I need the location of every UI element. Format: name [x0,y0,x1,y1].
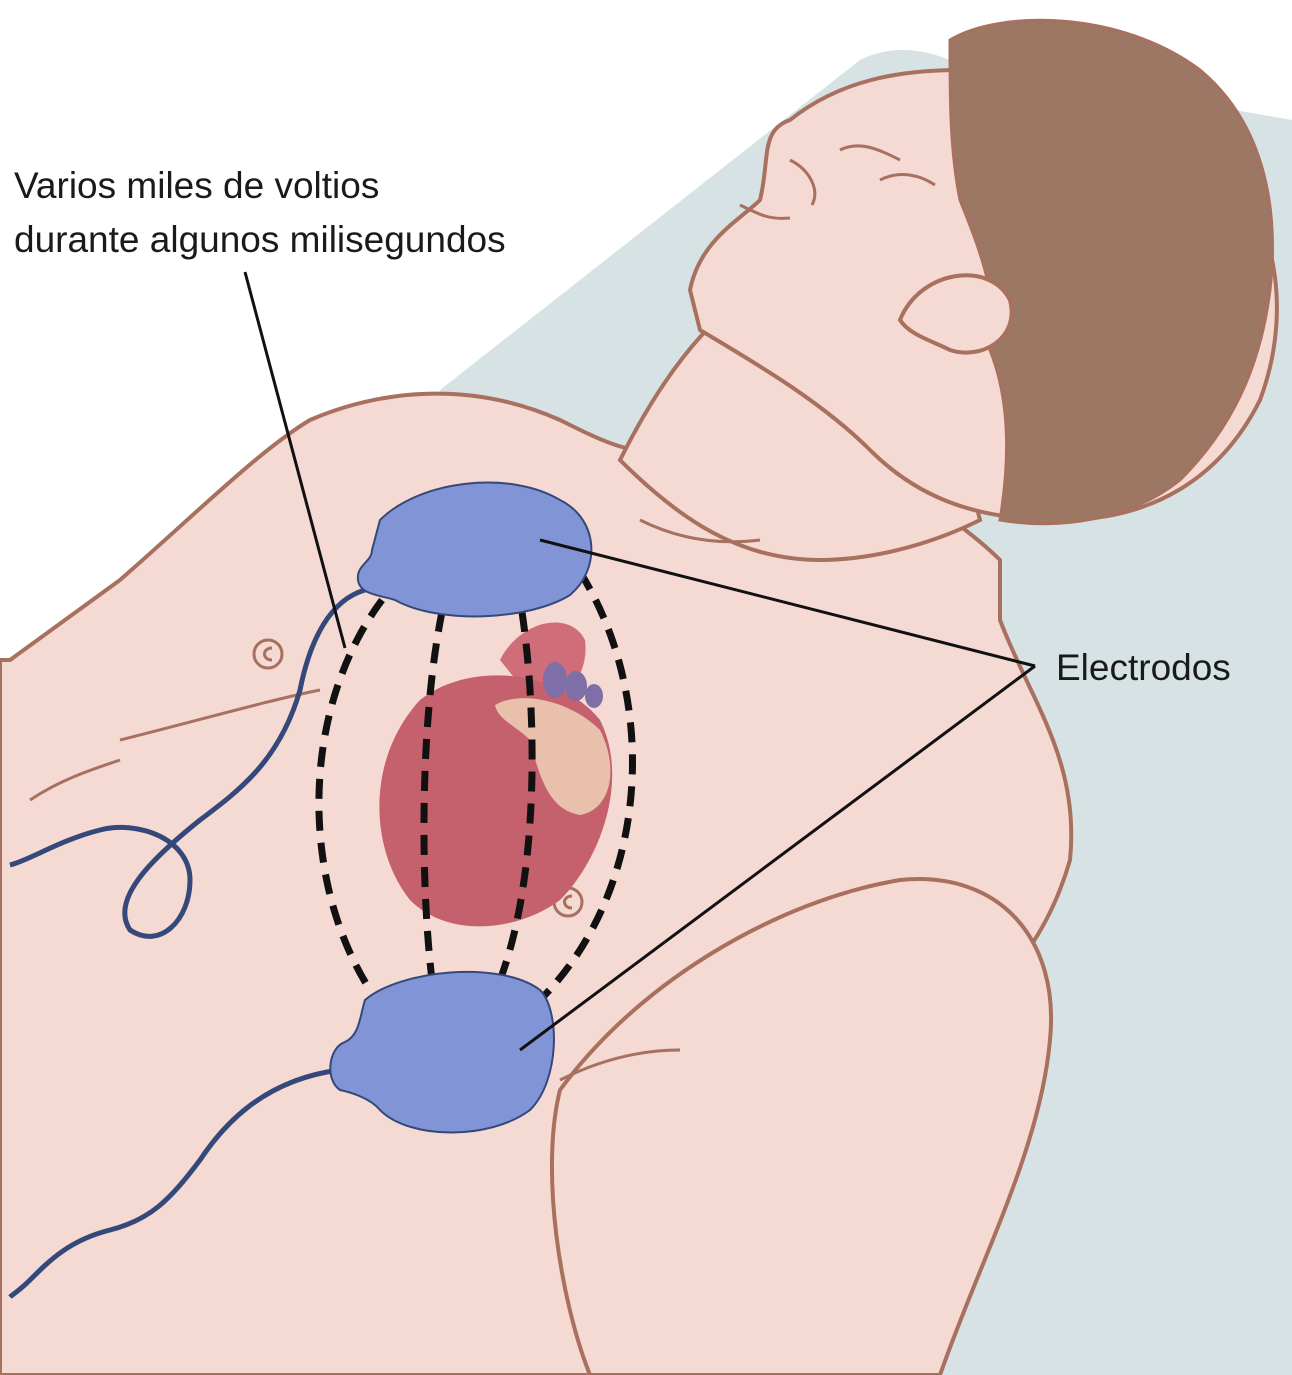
voltage-label-line-2: durante algunos milisegundos [14,219,506,260]
nipple-left [254,640,282,668]
electrodes-label: Electrodos [1056,647,1231,688]
voltage-label-line-1: Varios miles de voltios [14,165,379,206]
